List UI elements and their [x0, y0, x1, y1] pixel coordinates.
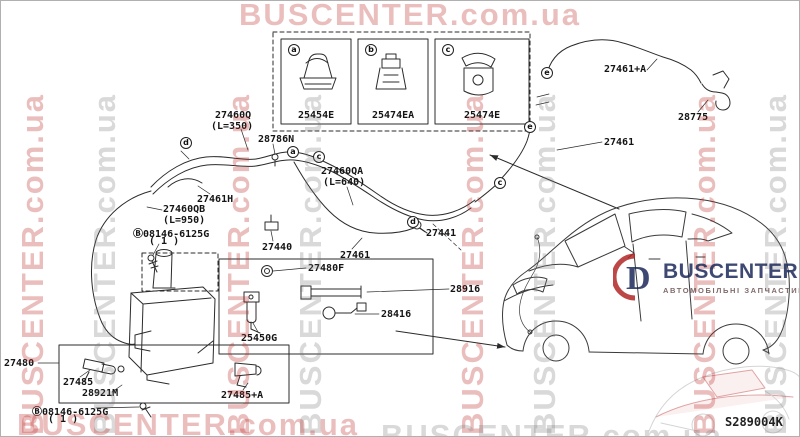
- part-label-27460q-length: (L=350): [211, 121, 254, 132]
- part-label-27460qb: 27460QB: [163, 204, 206, 215]
- callout-a-box: a: [288, 44, 300, 56]
- decor-car-sketch: [648, 365, 799, 436]
- leader-lines: [37, 58, 709, 409]
- part-label-28775: 28775: [678, 112, 709, 123]
- part-label-28921m: 28921M: [82, 388, 119, 399]
- callout-c-1: c: [313, 151, 325, 163]
- part-label-bolt-top-qty: ( 1 ): [149, 236, 180, 247]
- part-label-27480: 27480: [4, 358, 35, 369]
- callout-b-box: b: [365, 44, 377, 56]
- part-label-27441: 27441: [426, 228, 457, 239]
- bolt-drawings: [139, 254, 159, 418]
- clip-drawings: [299, 52, 496, 96]
- part-label-25454e: 25454E: [298, 110, 335, 121]
- callout-d-2: d: [407, 216, 419, 228]
- diagram-code: S289004K: [725, 415, 783, 429]
- part-label-27461h: 27461H: [197, 194, 234, 205]
- part-label-27480f: 27480F: [308, 263, 345, 274]
- logo-suffix: .ua: [798, 266, 799, 281]
- callout-c-box: c: [442, 44, 454, 56]
- pump-and-sensor-drawings: [243, 265, 367, 334]
- hose-lines: [90, 39, 731, 345]
- nozzle-drawings: [82, 358, 262, 388]
- buscenter-logo: D BUSCENTER .ua АВТОМОБІЛЬНІ ЗАПЧАСТИНИ: [613, 253, 800, 301]
- part-label-bolt-bottom: Ⓑ08146-6125G: [32, 407, 109, 418]
- part-label-27460qa: 27460QA: [321, 166, 364, 177]
- part-label-27460qa-length: (L=640): [323, 177, 366, 188]
- part-label-27485-plus-a: 27485+A: [221, 390, 264, 401]
- part-label-bolt-top: Ⓑ08146-6125G: [133, 229, 210, 240]
- part-label-25474ea: 25474EA: [372, 110, 415, 121]
- callout-d-1: d: [180, 137, 192, 149]
- part-label-27460qb-length: (L=950): [163, 215, 206, 226]
- part-label-27461-mid: 27461: [340, 250, 371, 261]
- washer-tank-drawing: [128, 249, 216, 385]
- logo-name: BUSCENTER: [663, 259, 799, 283]
- part-label-27460q: 27460Q: [215, 110, 252, 121]
- detail-boxes: [58, 31, 531, 404]
- callout-e-2: e: [524, 121, 536, 133]
- logo-tagline: АВТОМОБІЛЬНІ ЗАПЧАСТИНИ: [663, 285, 800, 295]
- callout-c-2: c: [494, 177, 506, 189]
- part-label-28916: 28916: [450, 284, 481, 295]
- part-label-25474e: 25474E: [464, 110, 501, 121]
- part-label-27461-plus-a: 27461+A: [604, 64, 647, 75]
- part-label-27461-top: 27461: [604, 137, 635, 148]
- part-label-28416: 28416: [381, 309, 412, 320]
- callout-a-1: a: [287, 146, 299, 158]
- part-label-27485: 27485: [63, 377, 94, 388]
- callout-e-1: e: [541, 67, 553, 79]
- car-outline: [502, 197, 790, 365]
- logo-mark-letter: D: [626, 260, 651, 297]
- buscenter-logo-mark: D: [613, 253, 651, 301]
- part-label-27440: 27440: [262, 242, 293, 253]
- part-label-25450g: 25450G: [241, 333, 278, 344]
- part-label-28786n: 28786N: [258, 134, 295, 145]
- location-arrows: [395, 154, 620, 349]
- part-label-bolt-bottom-qty: ( 1 ): [48, 414, 79, 425]
